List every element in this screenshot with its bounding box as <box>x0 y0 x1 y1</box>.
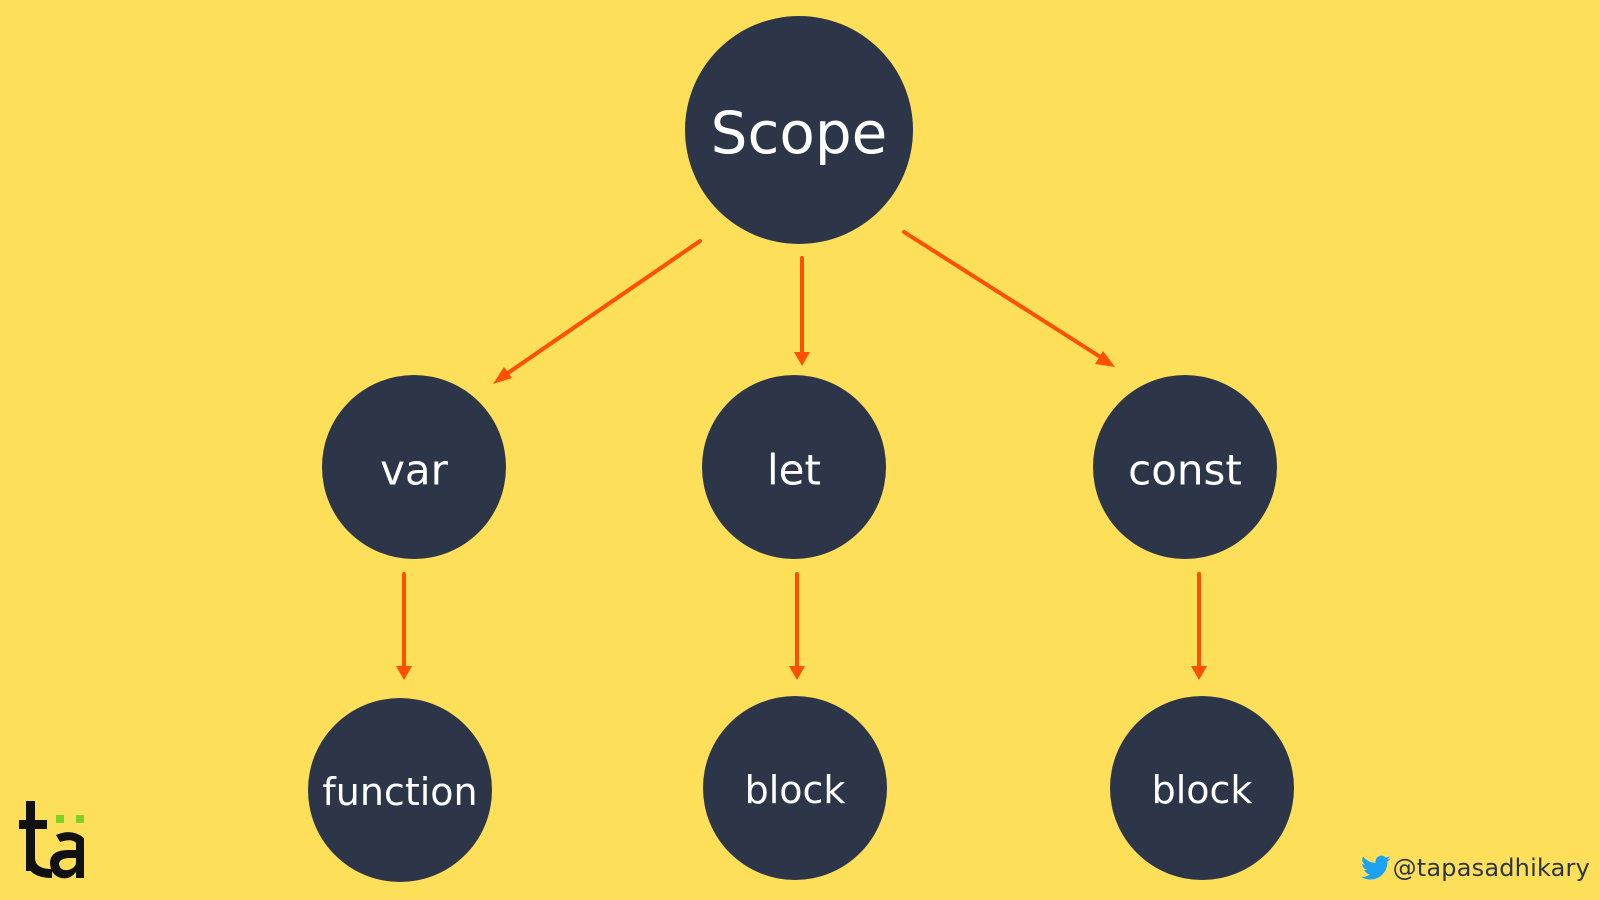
twitter-handle-text: @tapasadhikary <box>1392 854 1590 882</box>
twitter-bird-icon <box>1360 855 1391 880</box>
arrow-scope-to-var <box>493 239 702 384</box>
arrow-const-to-block <box>1191 572 1207 680</box>
node-var-label: var <box>380 446 449 495</box>
twitter-handle[interactable]: @tapasadhikary <box>1360 854 1590 882</box>
node-let-label: let <box>767 446 821 495</box>
arrow-var-to-function <box>396 572 412 680</box>
node-const-block-label: block <box>1152 768 1253 812</box>
node-function-label: function <box>322 770 477 814</box>
node-let-block-label: block <box>745 768 846 812</box>
node-var: var <box>322 375 506 559</box>
arrows <box>396 230 1207 680</box>
node-scope: Scope <box>685 16 913 244</box>
arrow-scope-to-let <box>794 256 810 366</box>
node-const: const <box>1093 375 1277 559</box>
logo <box>19 801 84 879</box>
node-let-block: block <box>703 696 887 880</box>
node-const-label: const <box>1128 446 1242 495</box>
node-scope-label: Scope <box>711 99 888 167</box>
node-const-block: block <box>1110 696 1294 880</box>
node-function: function <box>308 698 492 882</box>
node-let: let <box>702 375 886 559</box>
arrow-scope-to-const <box>902 230 1115 367</box>
arrow-let-to-block <box>789 572 805 680</box>
